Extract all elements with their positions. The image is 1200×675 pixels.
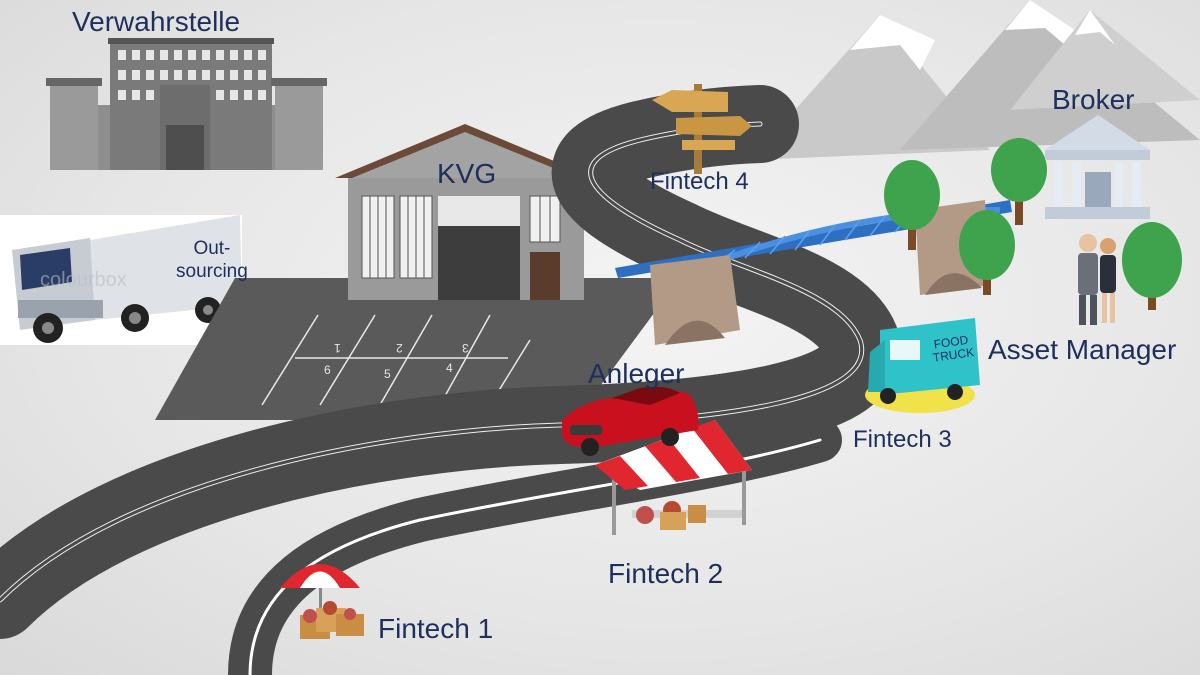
parking-number-4: 4 bbox=[446, 362, 453, 374]
kvg-building bbox=[335, 124, 595, 300]
fintech1-label: Fintech 1 bbox=[378, 615, 493, 643]
parking-number-2: 2 bbox=[396, 342, 403, 354]
truck-watermark: colourbox bbox=[40, 270, 127, 290]
parking-number-3: 3 bbox=[462, 342, 469, 354]
investor-label: Anleger bbox=[588, 360, 685, 388]
custodian-label: Verwahrstelle bbox=[72, 8, 240, 36]
parking-number-6: 6 bbox=[324, 364, 331, 376]
fintech2-label: Fintech 2 bbox=[608, 560, 723, 588]
mountains bbox=[750, 0, 1200, 160]
custodian-building bbox=[46, 38, 327, 170]
parking-number-5: 5 bbox=[384, 368, 391, 380]
fintech4-label: Fintech 4 bbox=[650, 170, 749, 194]
kvg-label: KVG bbox=[437, 160, 496, 188]
fintech3-label: Fintech 3 bbox=[853, 428, 952, 452]
broker-label: Broker bbox=[1052, 86, 1134, 114]
food-truck-text: FOOD TRUCK bbox=[930, 333, 973, 365]
asset-manager-people bbox=[1078, 234, 1116, 325]
parking-number-1: 1 bbox=[334, 342, 341, 354]
outsourcing-label: Out- sourcing bbox=[176, 238, 248, 284]
asset-manager-label: Asset Manager bbox=[988, 336, 1176, 364]
